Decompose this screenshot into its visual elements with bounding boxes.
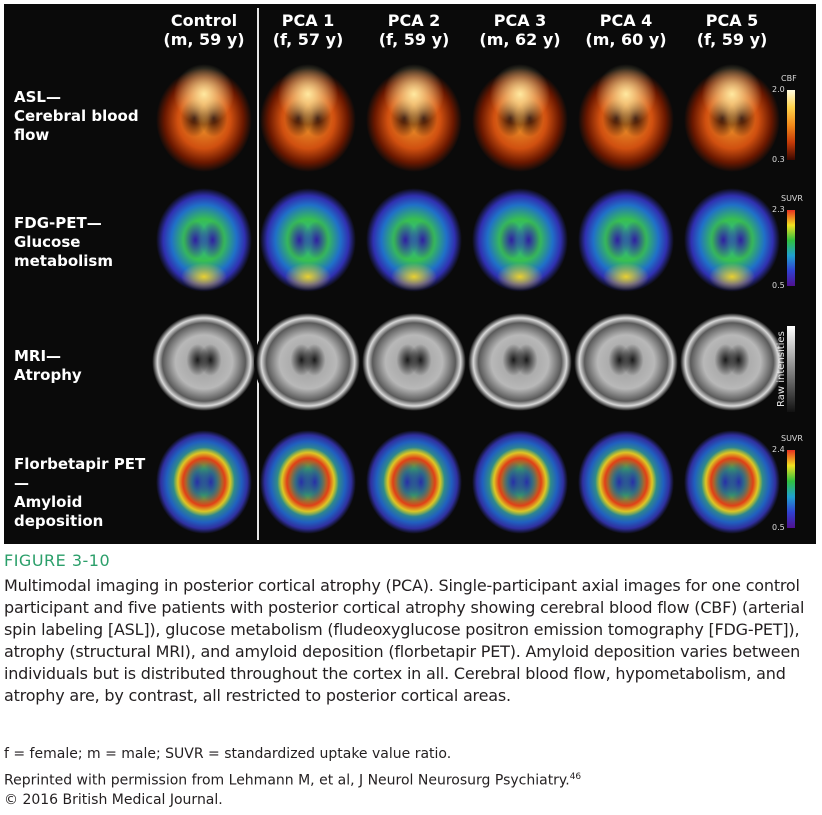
colorbar-fdg (787, 210, 795, 286)
brain-image-asl (156, 64, 252, 172)
row-label-line: metabolism (14, 252, 113, 270)
colorbar-asl (787, 90, 795, 160)
row-label-line: flow (14, 126, 50, 144)
column-header: PCA 5(f, 59 y) (679, 11, 785, 49)
reprint-text: Reprinted with permission from Lehmann M… (4, 772, 570, 789)
figure-panel: Control(m, 59 y)PCA 1(f, 57 y)PCA 2(f, 5… (4, 4, 816, 544)
brain-image-asl (260, 64, 356, 172)
column-title: PCA 5 (705, 11, 759, 30)
column-header: Control(m, 59 y) (151, 11, 257, 49)
row-label-line: Atrophy (14, 366, 82, 384)
column-subtitle: (m, 60 y) (585, 30, 667, 49)
brain-image-mri (678, 310, 786, 414)
column-title: PCA 3 (493, 11, 547, 30)
row-label-line: Glucose (14, 233, 81, 251)
row-label-line: FDG-PET— (14, 214, 102, 232)
column-title: Control (170, 11, 238, 30)
brain-image-asl (684, 64, 780, 172)
brain-image-amyloid (684, 428, 780, 536)
column-header: PCA 2(f, 59 y) (361, 11, 467, 49)
row-label-line: Florbetapir PET— (14, 455, 146, 492)
column-header: PCA 1(f, 57 y) (255, 11, 361, 49)
column-header: PCA 4(m, 60 y) (573, 11, 679, 49)
colorbar-title: SUVR (781, 194, 803, 203)
colorbar-title: CBF (781, 74, 797, 83)
column-subtitle: (f, 59 y) (696, 30, 768, 49)
column-title: PCA 4 (599, 11, 653, 30)
column-header: PCA 3(m, 62 y) (467, 11, 573, 49)
row-label-line: deposition (14, 512, 104, 530)
column-title: PCA 1 (281, 11, 335, 30)
colorbar-max-label: 2.0 (772, 85, 785, 94)
brain-image-fdg (472, 186, 568, 294)
control-divider-line (257, 8, 259, 540)
row-label-line: Cerebral blood (14, 107, 139, 125)
brain-image-fdg (366, 186, 462, 294)
column-subtitle: (m, 62 y) (479, 30, 561, 49)
brain-image-mri (466, 310, 574, 414)
brain-image-amyloid (260, 428, 356, 536)
colorbar-mri (787, 326, 795, 412)
reprint-credit: Reprinted with permission from Lehmann M… (4, 768, 581, 790)
reprint-reference: 46 (569, 772, 582, 782)
colorbar-min-label: 0.5 (772, 281, 785, 290)
row-label-line: MRI— (14, 347, 62, 365)
colorbar-max-label: 2.4 (772, 445, 785, 454)
brain-image-fdg (156, 186, 252, 294)
colorbar-max-label: 2.3 (772, 205, 785, 214)
copyright-line: © 2016 British Medical Journal. (4, 792, 223, 808)
colorbar-min-label: 0.3 (772, 155, 785, 164)
brain-image-mri (572, 310, 680, 414)
brain-image-mri (254, 310, 362, 414)
column-title: PCA 2 (387, 11, 441, 30)
brain-image-amyloid (578, 428, 674, 536)
figure-caption: Multimodal imaging in posterior cortical… (4, 576, 805, 705)
row-label-line: Amyloid (14, 493, 83, 511)
abbreviations-note: f = female; m = male; SUVR = standardize… (4, 746, 452, 762)
brain-image-asl (578, 64, 674, 172)
brain-image-fdg (260, 186, 356, 294)
brain-image-asl (366, 64, 462, 172)
brain-image-fdg (578, 186, 674, 294)
brain-image-asl (472, 64, 568, 172)
colorbar-title: SUVR (781, 434, 803, 443)
brain-image-amyloid (366, 428, 462, 536)
row-label-line: ASL— (14, 88, 61, 106)
figure-label: FIGURE 3-10 (4, 551, 111, 570)
colorbar-min-label: 0.5 (772, 523, 785, 532)
brain-image-mri (150, 310, 258, 414)
brain-image-fdg (684, 186, 780, 294)
column-subtitle: (m, 59 y) (163, 30, 245, 49)
brain-image-amyloid (156, 428, 252, 536)
colorbar-axis-label: Raw intensities (776, 331, 787, 407)
colorbar-amyloid (787, 450, 795, 528)
column-subtitle: (f, 59 y) (378, 30, 450, 49)
brain-image-amyloid (472, 428, 568, 536)
row-label: MRI—Atrophy (14, 347, 154, 385)
brain-image-mri (360, 310, 468, 414)
column-subtitle: (f, 57 y) (272, 30, 344, 49)
